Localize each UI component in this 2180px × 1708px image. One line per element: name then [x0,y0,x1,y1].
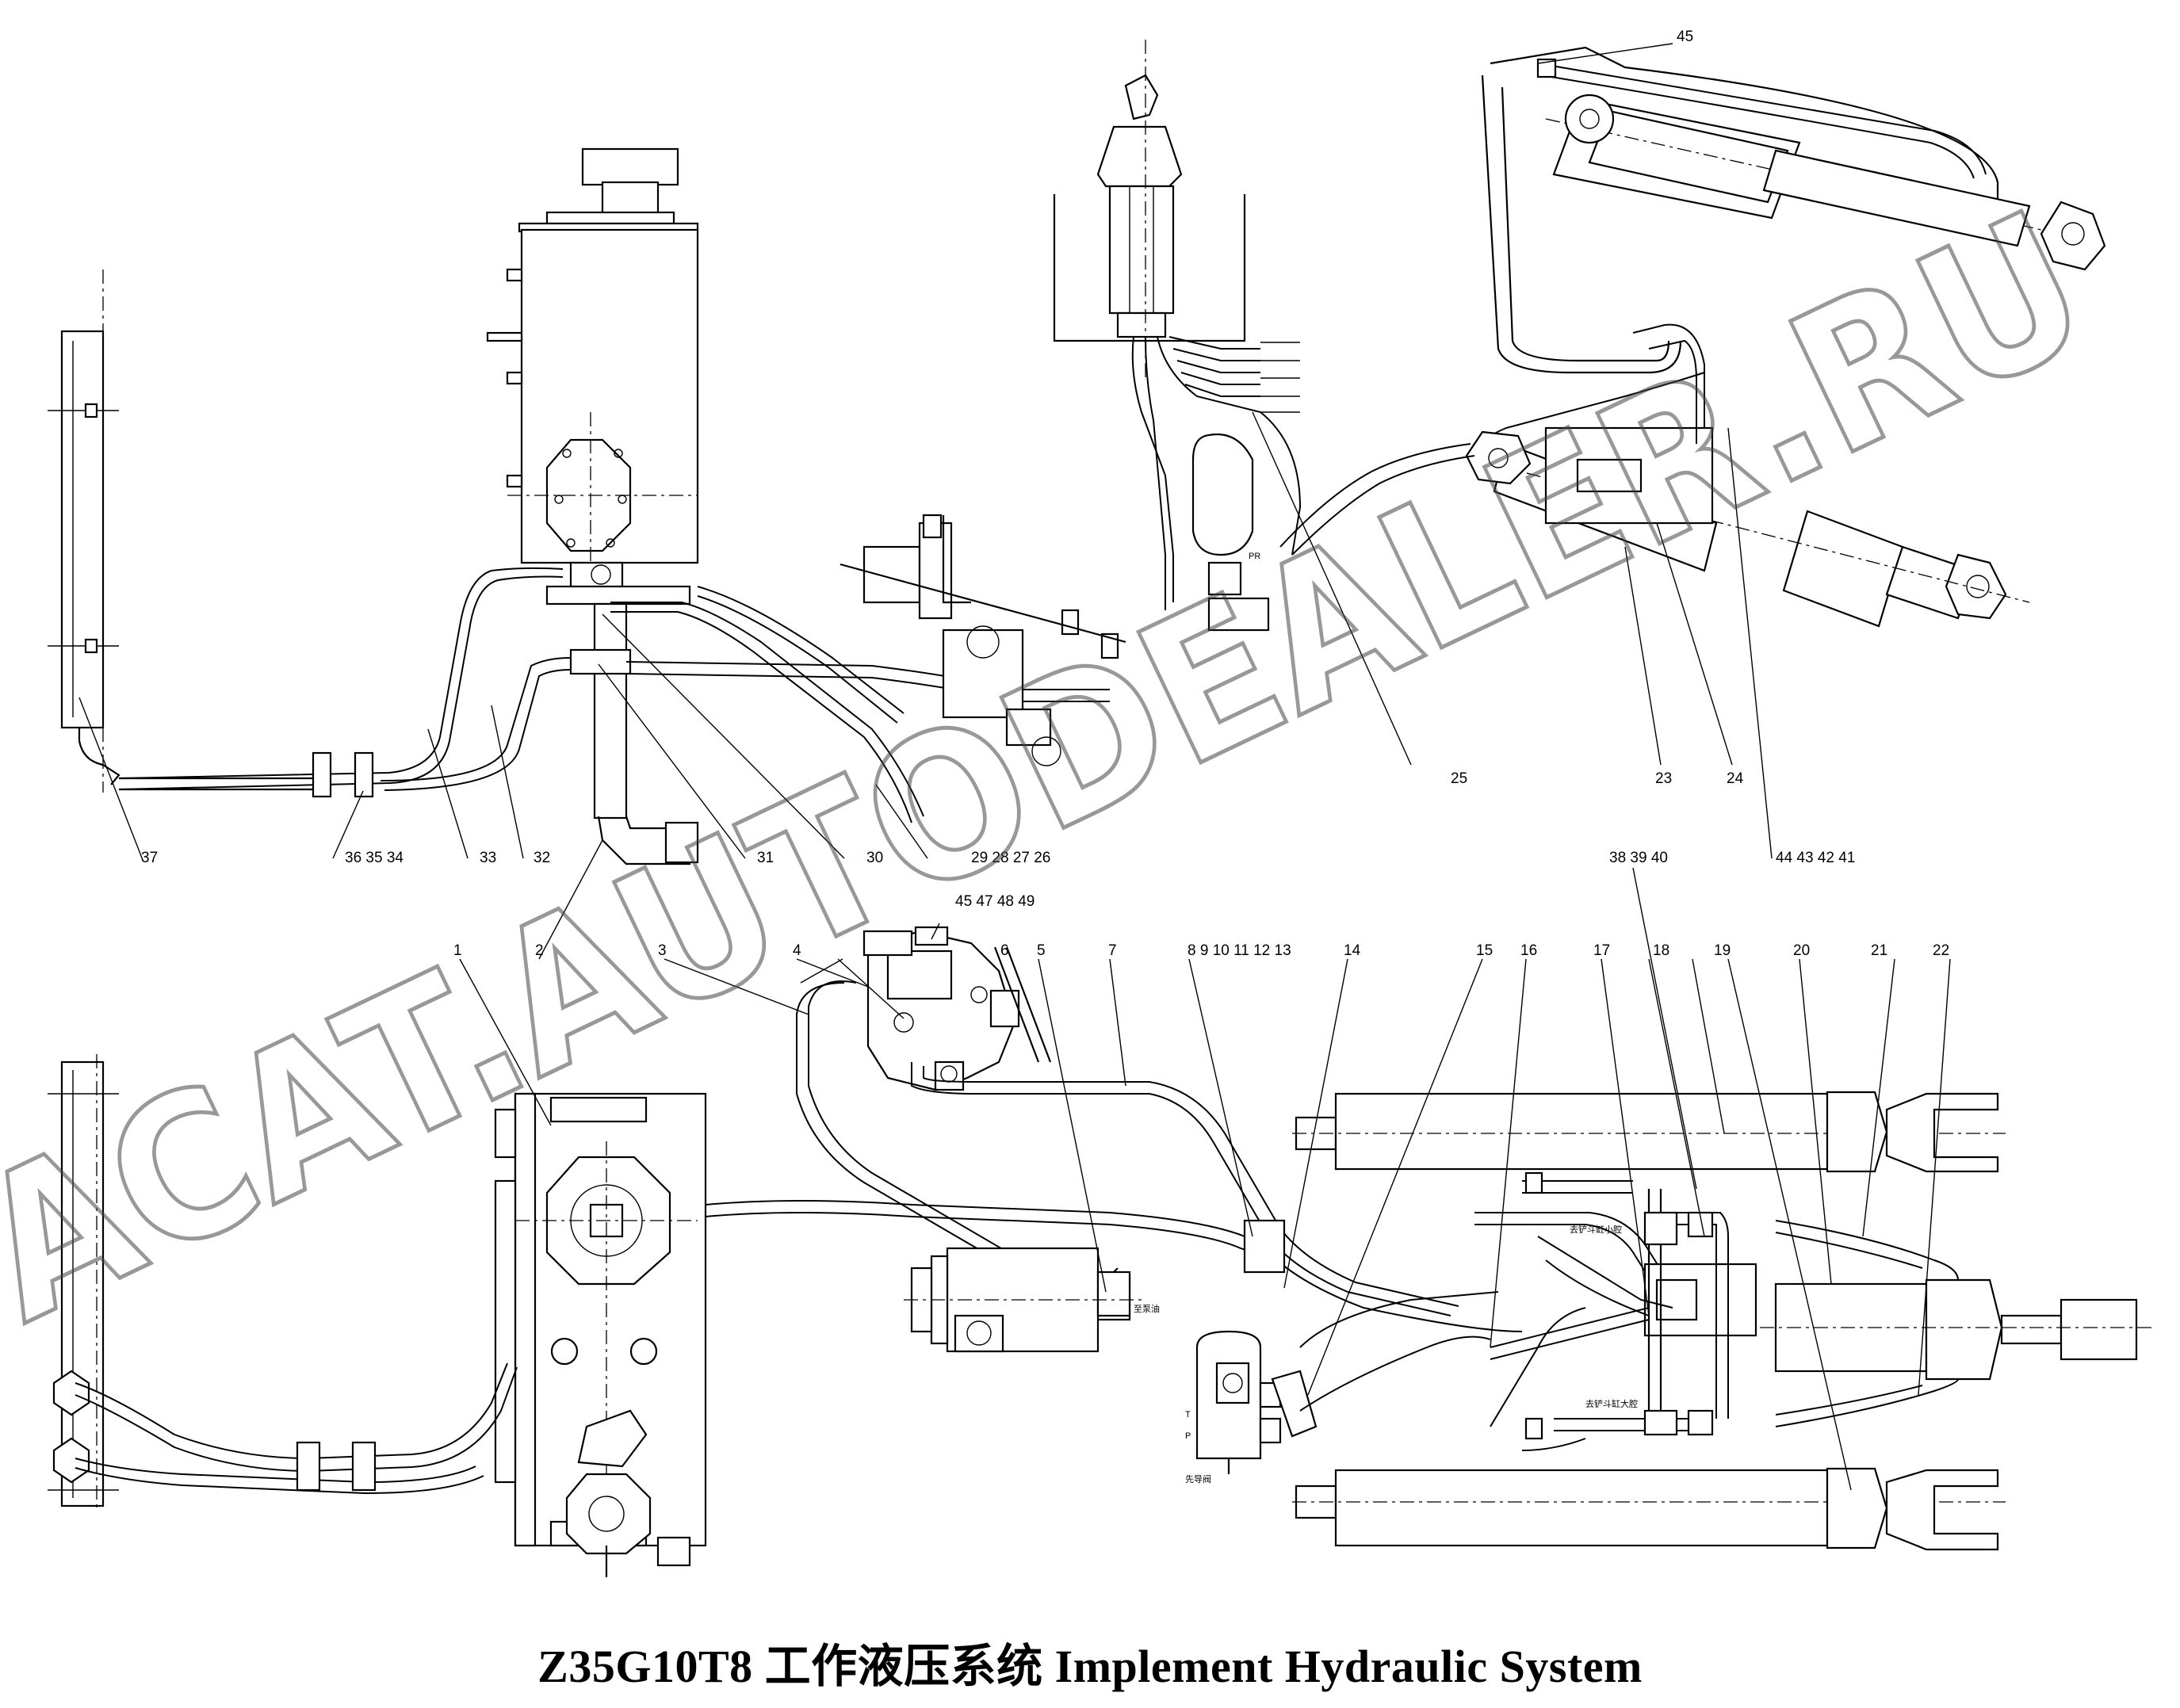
boom-and-tilt-upper [1480,46,2106,468]
callout-7: 7 [1108,942,1117,959]
callout-25: 25 [1451,770,1467,787]
callout-24: 24 [1727,770,1744,787]
radiator-upper [48,269,120,793]
callout-37: 37 [141,850,158,866]
callout-16: 16 [1520,942,1537,959]
callout-14: 14 [1344,942,1361,959]
main-control-valve [494,1092,707,1577]
callout-6: 6 [1000,942,1009,959]
callout-32: 32 [534,850,550,866]
pr-port-label: PR [1249,552,1260,561]
hydraulic-tank [486,147,699,865]
callout-8-13: 8 9 10 11 12 13 [1188,942,1291,959]
pilot-control-valve: PR [1053,40,1302,632]
callout-45-top: 45 [1677,29,1693,45]
callout-5: 5 [1037,942,1046,959]
note-bucket-large: 去铲斗缸大腔 [1585,1398,1638,1409]
steering-unit [839,514,1126,766]
callout-45-49: 45 47 48 49 [955,893,1035,910]
callout-1: 1 [453,942,462,959]
callout-19: 19 [1714,942,1731,959]
callout-21: 21 [1871,942,1887,959]
tilt-cylinder-right [1279,323,2030,628]
callout-31: 31 [757,850,774,866]
lift-cylinders-lower [1292,1091,2006,1551]
pilot-valve-note: 先导阀 [1185,1473,1211,1484]
callout-17: 17 [1593,942,1610,959]
gear-pump: 至泵油 [904,1247,1160,1353]
callout-33: 33 [480,850,496,866]
callout-26-29: 29 28 27 26 [971,850,1050,866]
callout-41-44: 44 43 42 41 [1776,850,1855,866]
callout-30: 30 [866,850,883,866]
callout-23: 23 [1655,770,1672,787]
pilot-valve-lower: T P 先导阀 [1185,1330,1491,1484]
leader-lines [78,43,1951,1491]
tilt-cylinder-lower [1760,1220,2156,1427]
callout-38-40: 38 39 40 [1609,850,1668,866]
note-bucket-small: 去铲斗缸小腔 [1570,1224,1622,1235]
p-port-label: P [1185,1431,1191,1441]
callout-3: 3 [658,942,667,959]
callout-2: 2 [535,942,544,959]
callout-34-36: 36 35 34 [345,850,403,866]
callout-4: 4 [793,942,801,959]
pump-note: 至泵油 [1134,1303,1160,1314]
callout-18: 18 [1653,942,1669,959]
callout-20: 20 [1793,942,1810,959]
drawing-title: Z35G10T8 工作液压系统 Implement Hydraulic Syst… [537,1641,1643,1692]
callout-22: 22 [1933,942,1949,959]
callout-15: 15 [1476,942,1493,959]
callout-labels: 37 36 35 34 33 32 31 30 29 28 27 26 25 2… [141,29,1949,959]
t-port-label: T [1185,1410,1191,1420]
main-pump [862,926,1052,1091]
radiator-lower [48,1054,119,1510]
distribution-manifold: 去铲斗缸小腔 去铲斗缸大腔 [1474,1171,1757,1451]
